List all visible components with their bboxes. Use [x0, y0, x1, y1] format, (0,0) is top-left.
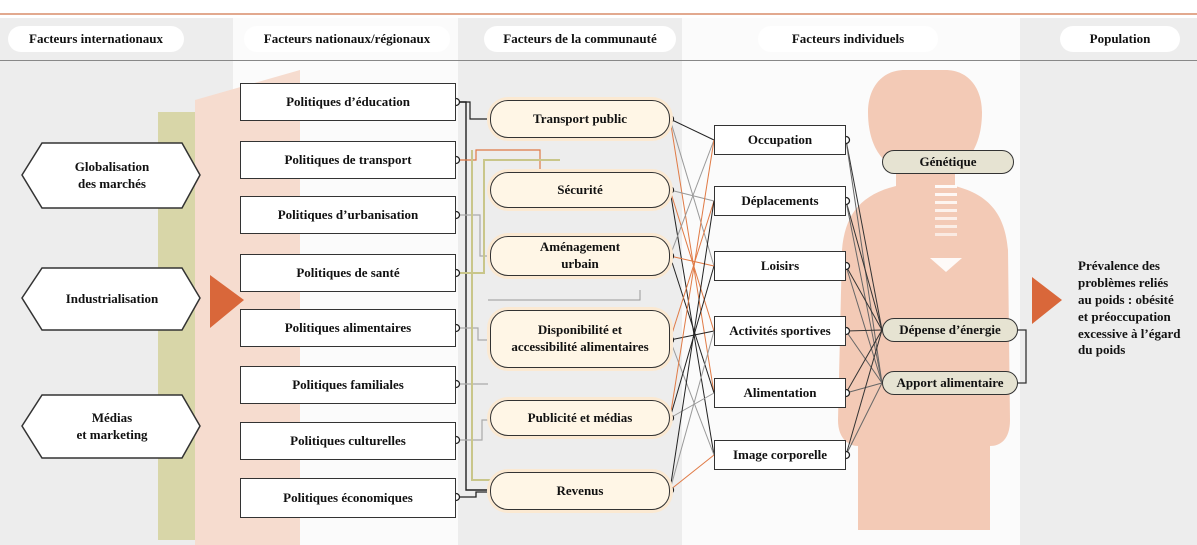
link-dashed-grey — [488, 290, 641, 301]
policy-sante: Politiques de santé — [240, 254, 456, 292]
header-separator — [0, 60, 1197, 61]
link-education-transport — [456, 101, 490, 120]
link-sante-olive — [456, 159, 560, 274]
community-revenus: Revenus — [490, 472, 670, 510]
hex-medias-shape — [21, 394, 201, 459]
arrow-to-population — [1032, 277, 1062, 324]
link-community-individual-6 — [669, 139, 715, 257]
link-individual-intake-5 — [845, 382, 883, 456]
link-economiques — [456, 491, 490, 498]
link-community-individual-17 — [669, 454, 715, 491]
intl-factor-industrialisation: Industrialisation — [65, 290, 159, 306]
header-international: Facteurs internationaux — [8, 26, 184, 52]
link-transport-securite — [456, 149, 541, 190]
link-community-individual-0 — [669, 118, 715, 141]
individual-deplacements: Déplacements — [714, 186, 846, 216]
individual-activites-sportives: Activités sportives — [714, 316, 846, 346]
link-community-individual-3 — [669, 189, 715, 202]
link-individual-intake-0 — [845, 139, 883, 384]
link-individual-energy-5 — [845, 329, 883, 456]
intl-factor-globalisation: Globalisation des marchés — [74, 159, 150, 191]
header-national: Facteurs nationaux/régionaux — [244, 26, 450, 52]
intl-factor-medias: Médias et marketing — [76, 410, 148, 442]
policy-familiales: Politiques familiales — [240, 366, 456, 404]
policy-education: Politiques d’éducation — [240, 83, 456, 121]
link-individual-intake-4 — [845, 382, 883, 394]
link-community-individual-14 — [669, 392, 715, 419]
link-community-individual-7 — [669, 255, 715, 267]
link-alimentaires — [456, 327, 490, 341]
individual-alimentation: Alimentation — [714, 378, 846, 408]
policy-alimentaires: Politiques alimentaires — [240, 309, 456, 347]
human-silhouette — [838, 70, 1010, 530]
hex-globalisation-shape — [21, 142, 201, 209]
link-community-individual-10 — [669, 330, 715, 341]
individual-image-corporelle: Image corporelle — [714, 440, 846, 470]
link-community-individual-13 — [669, 265, 715, 419]
link-individual-energy-2 — [845, 265, 883, 331]
policy-urbanisation: Politiques d’urbanisation — [240, 196, 456, 234]
link-olive-vertical — [471, 150, 500, 481]
link-individual-intake-1 — [845, 200, 883, 384]
link-community-individual-9 — [669, 200, 715, 341]
link-individual-intake-3 — [845, 330, 883, 384]
genetics-down-arrow — [930, 185, 962, 272]
community-transport-public: Transport public — [490, 100, 670, 138]
individual-occupation: Occupation — [714, 125, 846, 155]
policy-transport: Politiques de transport — [240, 141, 456, 179]
link-individual-energy-4 — [845, 329, 883, 394]
column-population-bg — [1020, 18, 1197, 545]
link-individual-energy-1 — [845, 200, 883, 331]
community-amenagement: Aménagement urbain — [490, 236, 670, 276]
link-community-individual-2 — [669, 118, 715, 394]
policy-economiques: Politiques économiques — [240, 478, 456, 518]
link-bio-bracket — [1018, 329, 1027, 384]
community-disponibilite: Disponibilité et accessibilité alimentai… — [490, 310, 670, 368]
food-intake-pill: Apport alimentaire — [882, 371, 1018, 395]
link-community-individual-16 — [669, 330, 715, 491]
link-individual-energy-3 — [845, 329, 883, 332]
hex-industrialisation-shape — [21, 267, 201, 331]
link-individual-intake-2 — [845, 265, 883, 384]
link-community-individual-1 — [669, 118, 715, 267]
community-publicite: Publicité et médias — [490, 400, 670, 436]
link-community-individual-5 — [669, 189, 715, 456]
link-community-individual-15 — [669, 200, 715, 491]
link-culturelles — [456, 419, 490, 441]
genetics-pill: Génétique — [882, 150, 1014, 174]
header-top-line — [0, 13, 1197, 15]
header-individual: Facteurs individuels — [758, 26, 938, 52]
individual-loisirs: Loisirs — [714, 251, 846, 281]
policy-culturelles: Politiques culturelles — [240, 422, 456, 460]
header-community: Facteurs de la communauté — [484, 26, 676, 52]
energy-expenditure-pill: Dépense d’énergie — [882, 318, 1018, 342]
link-community-individual-8 — [669, 255, 715, 394]
community-securite: Sécurité — [490, 172, 670, 208]
population-outcome-text: Prévalence des problèmes reliés au poids… — [1078, 258, 1181, 358]
link-individual-energy-0 — [845, 139, 883, 331]
header-population: Population — [1060, 26, 1180, 52]
link-community-individual-11 — [669, 339, 715, 456]
arrow-to-national — [210, 275, 244, 328]
link-community-individual-12 — [669, 139, 715, 419]
